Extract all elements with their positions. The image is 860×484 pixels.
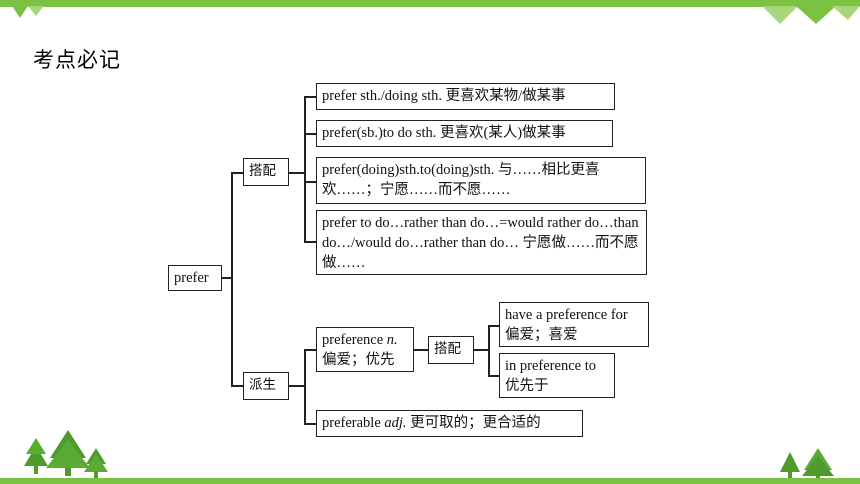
- adjective-node: preferable adj. 更可取的；更合适的: [316, 410, 583, 437]
- connector-item-3: [304, 181, 316, 183]
- phrase-text: have a preference for: [505, 307, 628, 323]
- connector-noun-phrases: [474, 349, 488, 351]
- connector-to-adjective: [304, 423, 316, 425]
- noun-node: preference n. 偏爱；优先: [316, 327, 414, 372]
- branch-derivation-label: 派生: [249, 377, 276, 393]
- bottom-left-trees-decoration: [24, 430, 108, 478]
- adjective-meaning: 更可取的；更合适的: [410, 415, 541, 431]
- connector-collocation: [289, 172, 304, 174]
- noun-collocation-label: 搭配: [434, 341, 461, 357]
- top-right-leaf-decoration: [762, 6, 860, 24]
- root-node-prefer: prefer: [168, 265, 222, 291]
- phrase-meaning: 偏爱；喜爱: [505, 327, 578, 343]
- connector-noun-phrases-vertical: [488, 325, 490, 375]
- phrase-node: have a preference for 偏爱；喜爱: [499, 302, 649, 347]
- root-node-label: prefer: [174, 270, 209, 286]
- phrase-text: in preference to: [505, 358, 596, 374]
- top-accent-bar: [0, 0, 860, 7]
- connector-noun-collocation: [414, 349, 428, 351]
- collocation-item-text: prefer sth./doing sth. 更喜欢某物/做某事: [322, 88, 566, 104]
- connector-item-4: [304, 241, 316, 243]
- collocation-item: prefer to do…rather than do…=would rathe…: [316, 210, 647, 275]
- noun-meaning: 偏爱；优先: [322, 352, 395, 368]
- connector-item-1: [304, 96, 316, 98]
- top-left-leaf-decoration: [12, 6, 44, 18]
- connector-root-vertical: [231, 172, 233, 385]
- adjective-pos: adj.: [384, 415, 407, 431]
- noun-word: preference: [322, 332, 384, 348]
- phrase-node: in preference to 优先于: [499, 353, 615, 398]
- connector-derivation-vertical: [304, 349, 306, 423]
- collocation-item: prefer(doing)sth.to(doing)sth. 与……相比更喜欢……: [316, 157, 646, 204]
- connector-derivation: [289, 385, 304, 387]
- connector-to-derivation: [231, 385, 243, 387]
- branch-collocation: 搭配: [243, 158, 289, 186]
- collocation-item-text: prefer(sb.)to do sth. 更喜欢(某人)做某事: [322, 125, 566, 141]
- phrase-meaning: 优先于: [505, 378, 549, 394]
- page-title: 考点必记: [33, 48, 121, 72]
- connector-phrase-2: [488, 375, 499, 377]
- connector-collocation-vertical: [304, 96, 306, 241]
- collocation-item-text: prefer to do…rather than do…=would rathe…: [322, 215, 639, 271]
- collocation-item-text: prefer(doing)sth.to(doing)sth. 与……相比更喜欢……: [322, 162, 600, 198]
- connector-phrase-1: [488, 325, 499, 327]
- branch-collocation-label: 搭配: [249, 163, 276, 179]
- adjective-word: preferable: [322, 415, 381, 431]
- noun-collocation-node: 搭配: [428, 336, 474, 364]
- bottom-accent-bar: [0, 478, 860, 484]
- connector-item-2: [304, 133, 316, 135]
- bottom-right-trees-decoration: [780, 448, 834, 480]
- noun-pos: n.: [386, 332, 398, 348]
- connector-root: [222, 277, 232, 279]
- connector-to-collocation: [231, 172, 243, 174]
- collocation-item: prefer sth./doing sth. 更喜欢某物/做某事: [316, 83, 615, 110]
- connector-to-noun: [304, 349, 316, 351]
- branch-derivation: 派生: [243, 372, 289, 400]
- collocation-item: prefer(sb.)to do sth. 更喜欢(某人)做某事: [316, 120, 613, 147]
